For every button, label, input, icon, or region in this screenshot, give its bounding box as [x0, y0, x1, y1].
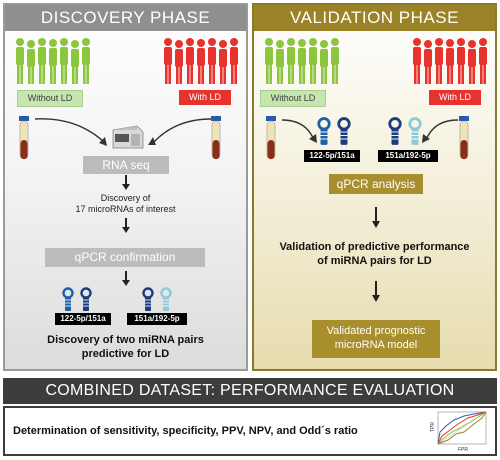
blood-tube-icon	[19, 116, 29, 160]
blood-tube-icon	[459, 116, 469, 160]
mirna-hairpin-icon	[388, 117, 402, 145]
validation-text-line-1: Validation of predictive performance	[279, 241, 470, 253]
mirna-hairpin-icon	[80, 287, 92, 311]
with-ld-label: With LD	[179, 90, 231, 105]
qpcr-analysis-box: qPCR analysis	[329, 174, 423, 194]
mirna-hairpin-icon	[337, 117, 351, 145]
down-arrow-icon	[372, 281, 380, 302]
validated-model-line-1: Validated prognostic	[326, 325, 426, 337]
sequencer-icon	[112, 125, 144, 149]
mirna-pair-label: 151a/192-5p	[378, 150, 438, 162]
healthy-people-group-icon	[265, 38, 339, 84]
ld-people-group-icon	[164, 38, 238, 84]
mirna-pair-label: 122-5p/151a	[304, 150, 360, 162]
performance-metrics-text: Determination of sensitivity, specificit…	[13, 425, 358, 437]
mirna-hairpin-icon	[62, 287, 74, 311]
curved-arrow-icon	[422, 119, 459, 143]
down-arrow-icon	[122, 271, 130, 286]
mirna-hairpin-icon	[160, 287, 172, 311]
validated-model-line-2: microRNA model	[334, 339, 418, 351]
down-arrow-icon	[122, 218, 130, 233]
with-ld-label: With LD	[429, 90, 481, 105]
validated-model-box: Validated prognostic microRNA model	[312, 320, 440, 358]
down-arrow-icon	[122, 175, 130, 190]
curved-arrow-icon	[148, 118, 212, 145]
validation-phase-title: VALIDATION PHASE	[254, 5, 495, 31]
mirna-hairpin-icon	[408, 117, 422, 145]
mirna-pair-label: 122-5p/151a	[55, 313, 111, 325]
ld-people-group-icon	[413, 38, 487, 84]
discovery-text-line-1: Discovery of	[100, 193, 151, 203]
mirna-hairpin-icon	[317, 117, 331, 145]
without-ld-label: Without LD	[260, 90, 326, 107]
validation-text-line-2: of miRNA pairs for LD	[317, 255, 432, 267]
rna-seq-box: RNA seq	[83, 156, 169, 174]
discovery-result-line-2: predictive for LD	[81, 348, 170, 360]
without-ld-label: Without LD	[17, 90, 83, 107]
curved-arrow-icon	[281, 119, 317, 143]
combined-dataset-title: COMBINED DATASET: PERFORMANCE EVALUATION	[3, 378, 497, 404]
mirna-hairpin-icon	[142, 287, 154, 311]
mirna-pair-label: 151a/192-5p	[127, 313, 187, 325]
combined-dataset-box: Determination of sensitivity, specificit…	[3, 406, 497, 456]
discovery-phase-title: DISCOVERY PHASE	[5, 5, 246, 31]
roc-x-label: FPR	[458, 447, 468, 453]
qpcr-confirmation-box: qPCR confirmation	[45, 248, 205, 267]
down-arrow-icon	[372, 207, 380, 228]
roc-curve-icon: TPR FPR	[430, 411, 487, 453]
discovery-text-line-2: 17 microRNAs of interest	[75, 204, 176, 214]
discovery-phase-panel: DISCOVERY PHASE Without LD With LD	[3, 3, 248, 371]
validation-phase-panel: VALIDATION PHASE Without LD With LD	[252, 3, 497, 371]
blood-tube-icon	[211, 116, 221, 160]
blood-tube-icon	[266, 116, 276, 160]
curved-arrow-icon	[34, 118, 107, 146]
healthy-people-group-icon	[16, 38, 90, 84]
roc-y-label: TPR	[430, 422, 436, 432]
discovery-result-line-1: Discovery of two miRNA pairs	[47, 334, 204, 346]
